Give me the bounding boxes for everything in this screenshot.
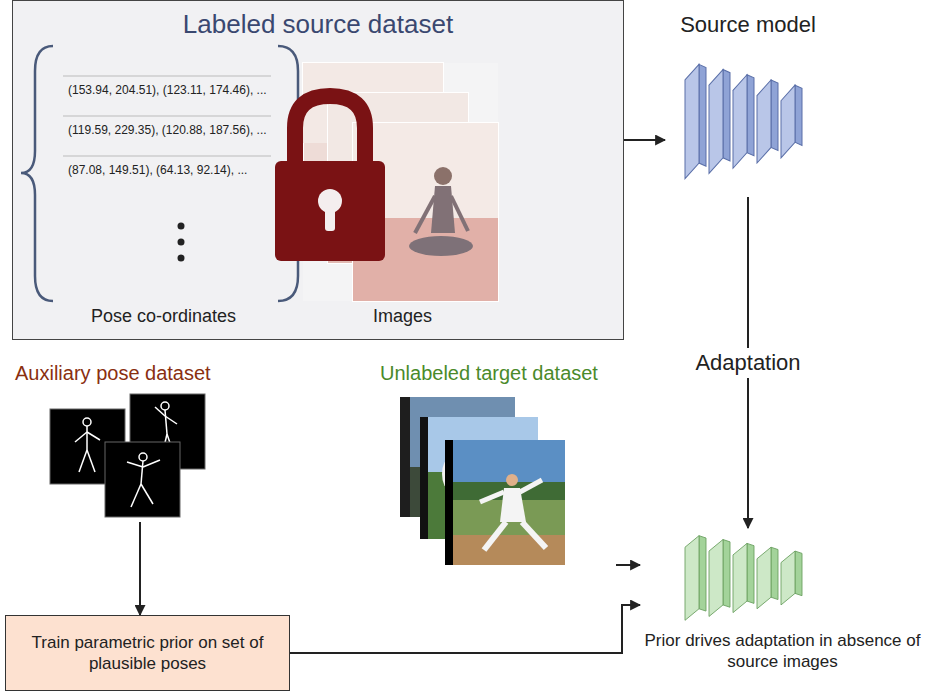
illustration-part — [63, 76, 271, 77]
illustration-part — [733, 75, 747, 168]
illustration-part — [453, 535, 565, 565]
illustration-part — [139, 453, 147, 461]
illustration-part — [178, 239, 185, 246]
illustration-part — [699, 64, 706, 166]
skeleton-images — [15, 362, 255, 522]
process-box: Train parametric prior on set of plausib… — [5, 615, 290, 691]
illustration-part — [178, 255, 185, 262]
dataset-heading: Auxiliary pose dataset — [15, 362, 261, 385]
illustration-part — [21, 46, 53, 301]
illustration-part — [141, 484, 153, 504]
illustration-part — [83, 418, 91, 426]
source-dataset-panel: Labeled source dataset (153.94, 204.51), … — [12, 0, 624, 340]
illustration-part — [165, 410, 167, 434]
illustration-part — [733, 543, 747, 612]
edge-label: Adaptation — [691, 348, 804, 378]
illustration-part — [522, 522, 546, 548]
part-label: Images — [373, 306, 432, 327]
illustration-part — [295, 96, 365, 163]
model-caption: Prior drives adaptation in absence of so… — [640, 630, 925, 673]
illustration-part — [723, 70, 730, 161]
illustration-part — [480, 492, 504, 502]
illustration-part — [63, 116, 271, 117]
illustration-part — [75, 432, 87, 442]
connector-arrow — [139, 522, 141, 615]
illustration-part — [709, 540, 723, 617]
coordinate-row: (119.59, 229.35), (120.88, 187.56), ... — [68, 123, 267, 137]
target-images — [380, 362, 610, 582]
illustration-part — [781, 85, 795, 158]
illustration-part — [165, 416, 177, 424]
illustration-part — [685, 536, 699, 621]
adapted-model: Prior drives adaptation in absence of so… — [640, 528, 925, 679]
source-model: Source model — [665, 12, 831, 197]
illustration-part — [747, 75, 754, 156]
illustration-part — [178, 223, 185, 230]
illustration-part — [143, 460, 160, 467]
connector-arrow — [624, 139, 665, 141]
illustration-part — [161, 402, 169, 410]
illustration-part — [275, 161, 385, 261]
illustration-part — [63, 156, 271, 157]
illustration-part — [757, 547, 771, 609]
target-dataset: Unlabeled target dataset — [380, 362, 616, 582]
illustration-part — [79, 450, 87, 472]
illustration-part — [771, 547, 778, 599]
cnn-icon — [680, 528, 810, 628]
illustration-part — [757, 80, 771, 163]
illustration-part — [445, 440, 565, 565]
illustration-part — [86, 426, 88, 450]
illustration-part — [685, 64, 699, 178]
illustration-part — [87, 432, 100, 440]
connector-arrow — [616, 564, 640, 566]
illustration-part — [699, 536, 706, 611]
illustration-part — [87, 450, 95, 472]
illustration-part — [105, 442, 180, 517]
illustration-part — [131, 484, 141, 507]
box-text: Train parametric prior on set of plausib… — [16, 632, 279, 675]
coordinate-row: (87.08, 149.51), (64.13, 92.14), ... — [68, 163, 247, 177]
part-label: Pose co-ordinates — [91, 306, 236, 327]
illustration-part — [747, 543, 754, 603]
connector-arrow — [290, 605, 640, 653]
cnn-icon — [680, 54, 810, 189]
illustration-part — [771, 80, 778, 151]
illustration-part — [520, 480, 542, 492]
illustration-part — [795, 551, 802, 596]
illustration-part — [484, 522, 506, 550]
panel-title: Labeled source dataset — [13, 1, 623, 40]
illustration-part — [155, 407, 165, 416]
auxiliary-dataset: Auxiliary pose dataset — [15, 362, 261, 522]
illustration-part — [127, 462, 143, 467]
model-title: Source model — [665, 12, 831, 38]
illustration-part — [709, 70, 723, 174]
illustration-part — [127, 453, 160, 507]
illustration-part — [141, 461, 143, 484]
illustration-part — [723, 540, 730, 608]
illustration-part — [506, 474, 518, 486]
illustration-part — [781, 551, 795, 605]
coordinate-row: (153.94, 204.51), (123.11, 174.46), ... — [68, 83, 267, 97]
illustration-part — [75, 418, 100, 472]
illustration-part — [795, 85, 802, 145]
dataset-heading: Unlabeled target dataset — [380, 362, 616, 385]
illustration-part — [325, 201, 335, 231]
